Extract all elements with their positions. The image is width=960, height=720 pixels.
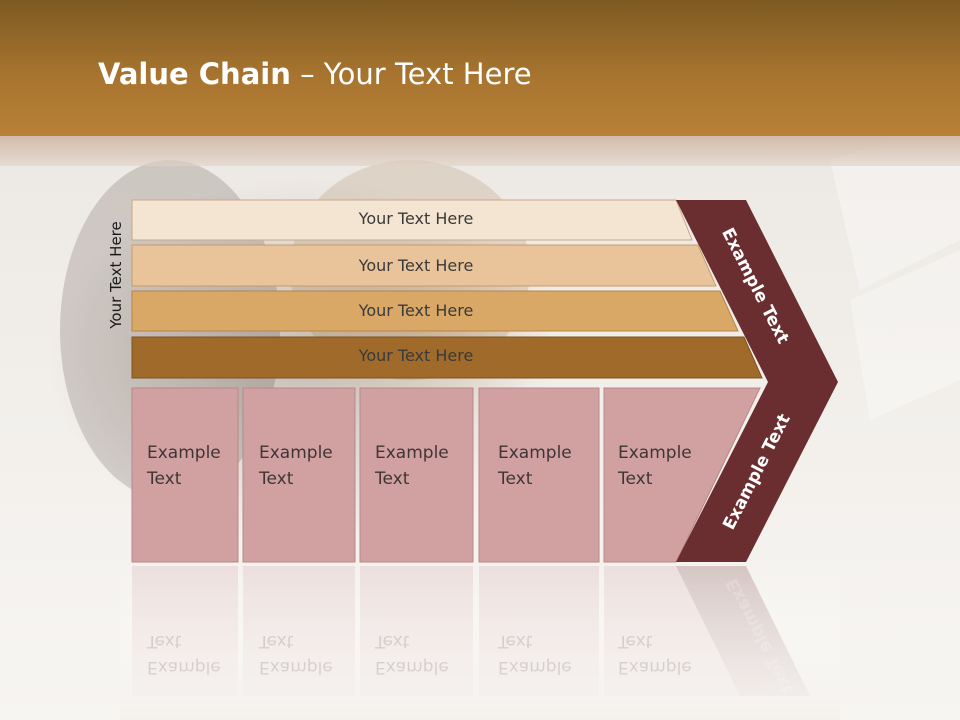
cell-reflection-3-line2: Text <box>375 631 410 651</box>
cell-label-3-line1: Example <box>375 443 449 463</box>
cell-box-2 <box>242 387 356 563</box>
cell-label-4-line1: Example <box>498 443 572 463</box>
header-bar <box>0 0 960 136</box>
cell-label-2: Example Text <box>259 440 333 492</box>
cell-box-3 <box>359 387 474 563</box>
cell-reflection-2-line1: Example <box>259 657 333 677</box>
cell-reflection-5-line1: Example <box>618 657 692 677</box>
cell-label-3-line2: Text <box>375 469 410 489</box>
cell-box-4 <box>478 387 600 563</box>
cell-reflection-1-line2: Text <box>147 631 182 651</box>
cell-reflection-4-line1: Example <box>498 657 572 677</box>
cell-label-1-line2: Text <box>147 469 182 489</box>
cell-label-5-line1: Example <box>618 443 692 463</box>
header-band <box>0 136 960 166</box>
cell-reflection-4: Example Text <box>498 628 572 680</box>
title-bold: Value Chain <box>98 57 291 91</box>
cell-label-3: Example Text <box>375 440 449 492</box>
cell-label-1-line1: Example <box>147 443 221 463</box>
bar-shape-3 <box>131 290 739 332</box>
cell-reflection-5: Example Text <box>618 628 692 680</box>
cell-reflection-4-line2: Text <box>498 631 533 651</box>
cell-reflection-1: Example Text <box>147 628 221 680</box>
cell-label-4-line2: Text <box>498 469 533 489</box>
cell-label-5-line2: Text <box>618 469 653 489</box>
cell-label-2-line1: Example <box>259 443 333 463</box>
bar-shape-2 <box>131 244 717 287</box>
cell-reflection-5-line2: Text <box>618 631 653 651</box>
title-rest: – Your Text Here <box>290 57 532 91</box>
bar-label-4: Your Text Here <box>358 346 474 365</box>
cell-label-1: Example Text <box>147 440 221 492</box>
bar-label-2: Your Text Here <box>358 256 474 275</box>
cell-reflection-3-line1: Example <box>375 657 449 677</box>
cell-reflection-2-line2: Text <box>259 631 294 651</box>
cell-reflection-3: Example Text <box>375 628 449 680</box>
bar-shape-4 <box>131 336 763 379</box>
cell-label-5: Example Text <box>618 440 692 492</box>
bar-label-1: Your Text Here <box>358 209 474 228</box>
bar-shape-1 <box>131 199 693 241</box>
cell-reflection-1-line1: Example <box>147 657 221 677</box>
cell-label-4: Example Text <box>498 440 572 492</box>
slide-title: Value Chain – Your Text Here <box>98 52 532 96</box>
chevron-arrow <box>676 200 838 562</box>
cell-label-2-line2: Text <box>259 469 294 489</box>
cell-reflection-2: Example Text <box>259 628 333 680</box>
bar-label-3: Your Text Here <box>358 301 474 320</box>
cell-box-1 <box>131 387 239 563</box>
